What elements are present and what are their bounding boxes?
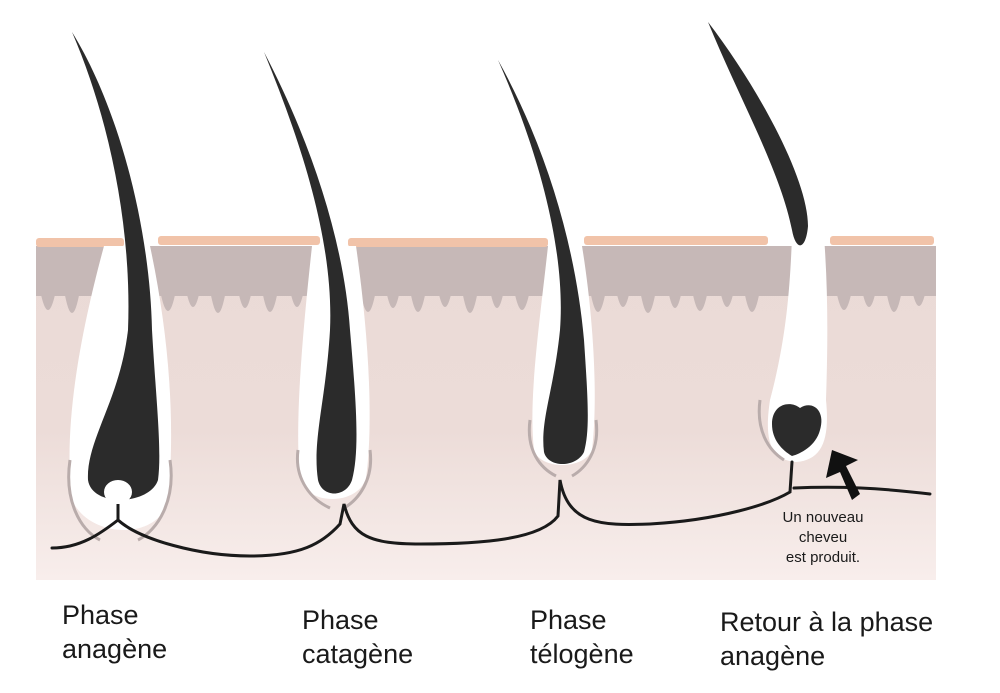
- stage-label-line: télogène: [530, 639, 634, 669]
- dermal-papilla: [104, 480, 132, 504]
- follicle-telogen: [498, 60, 599, 478]
- stage-label-anagen: Phase anagène: [62, 598, 167, 666]
- follicle-anagen: [67, 32, 173, 542]
- root-connection-line: [50, 460, 932, 558]
- arrow-icon: [826, 450, 860, 500]
- annotation-line: cheveu: [798, 529, 848, 546]
- stage-label-line: catagène: [302, 639, 414, 669]
- annotation-line: Un nouveau: [782, 509, 864, 526]
- new-hair-bulb: [772, 404, 822, 456]
- stage-label-line: anagène: [62, 634, 168, 664]
- shed-hair: [708, 22, 808, 246]
- stage-label-return-anagen: Retour à la phase anagène: [720, 605, 933, 673]
- hair-shaft-telogen: [498, 60, 588, 464]
- hair-shaft-catagen: [264, 52, 357, 494]
- hair-shaft-anagen: [72, 32, 160, 500]
- follicle-catagen: [264, 52, 373, 510]
- stage-label-line: Retour à la phase: [720, 607, 934, 637]
- skin-surface: [36, 236, 934, 247]
- stage-label-line: Phase: [530, 605, 607, 635]
- follicle-new-anagen: [708, 22, 828, 462]
- stage-label-line: Phase: [302, 605, 379, 635]
- stage-label-catagen: Phase catagène: [302, 603, 413, 671]
- rete-ridges: [40, 290, 926, 313]
- stage-label-line: anagène: [720, 641, 826, 671]
- stage-label-telogen: Phase télogène: [530, 603, 634, 671]
- stage-label-line: Phase: [62, 600, 139, 630]
- annotation-line: est produit.: [785, 549, 861, 566]
- new-hair-annotation: Un nouveau cheveu est produit.: [758, 508, 888, 568]
